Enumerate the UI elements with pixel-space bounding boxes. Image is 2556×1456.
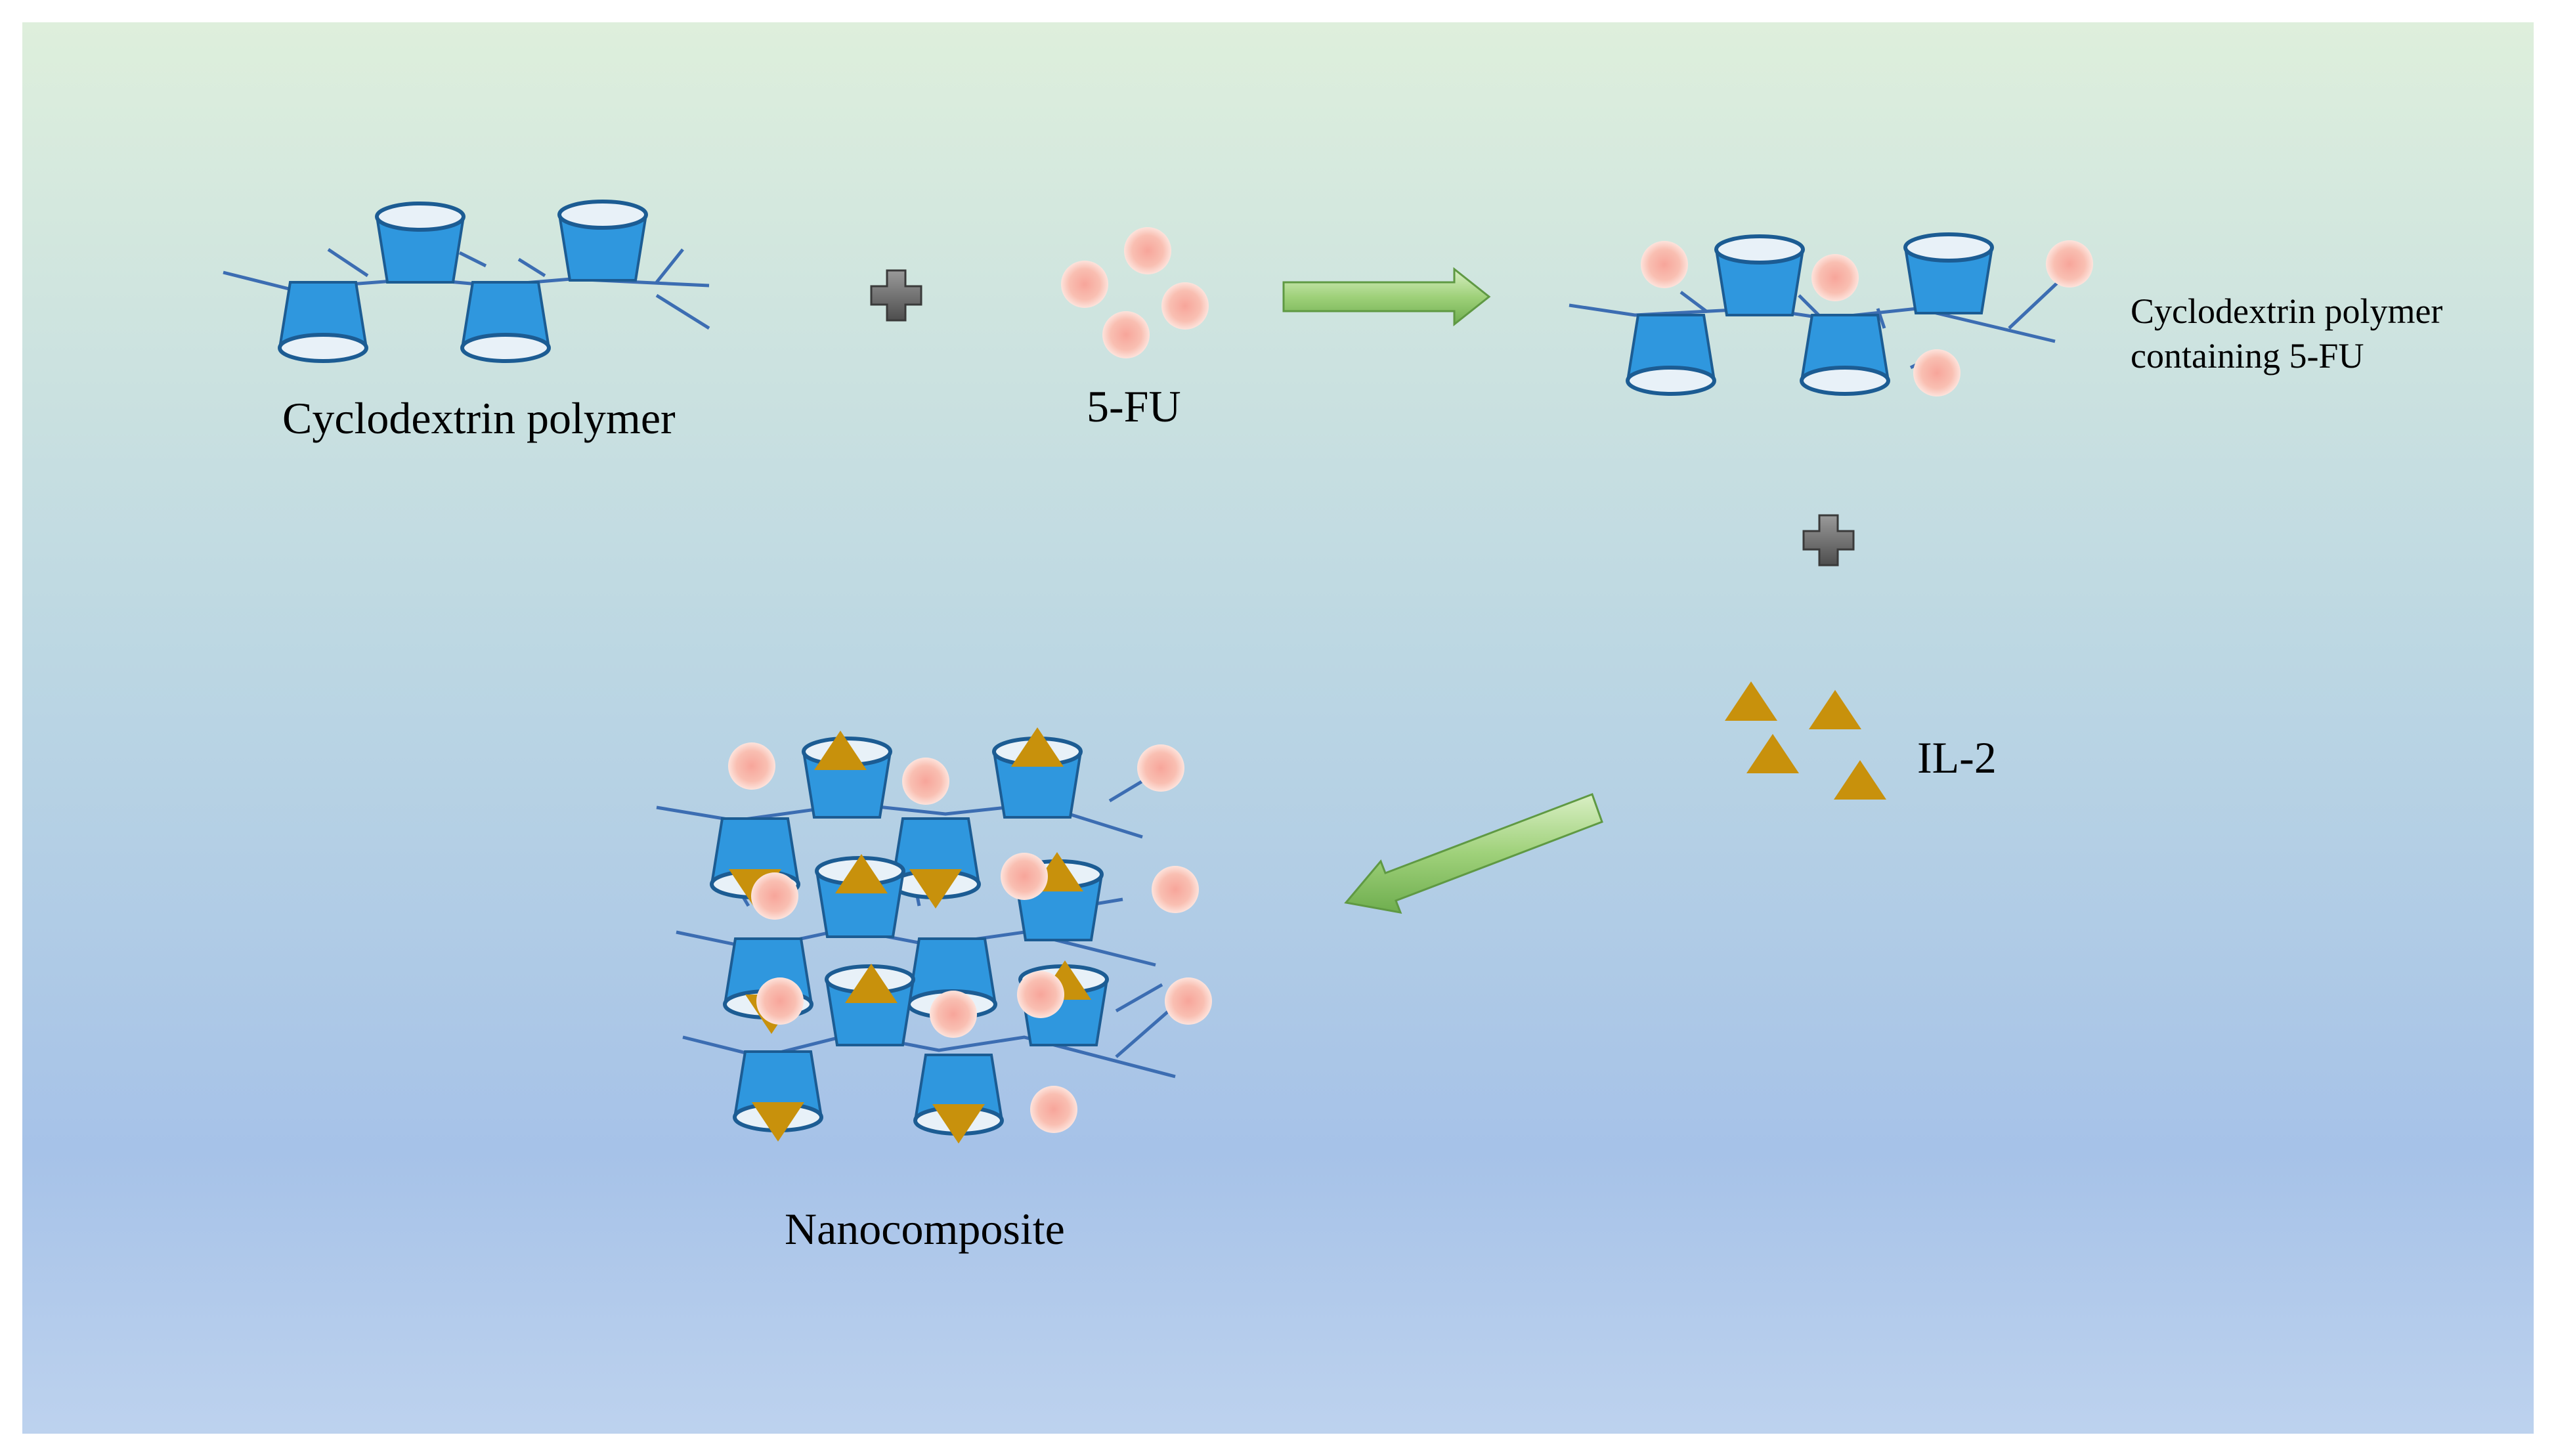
5fu-molecule <box>1061 261 1108 308</box>
nanocomposite-label: Nanocomposite <box>785 1204 1065 1254</box>
5fu-molecule <box>1137 744 1184 792</box>
5fu-molecule <box>1161 282 1209 330</box>
5fu-molecule <box>1102 311 1150 358</box>
5fu-molecule <box>1124 227 1171 274</box>
5fu-molecule <box>728 742 775 790</box>
5fu-label: 5-FU <box>1087 381 1181 431</box>
cyclodextrin-unit <box>1905 234 1992 313</box>
il2-label: IL-2 <box>1917 733 1997 782</box>
cyclodextrin-unit <box>377 203 464 282</box>
nanocomposite-graphic <box>656 727 1212 1144</box>
5fu-molecule <box>1641 241 1688 288</box>
cyclodextrin-polymer-graphic <box>223 202 710 361</box>
cd-polymer-5fu-label-line1: Cyclodextrin polymer <box>2131 291 2442 331</box>
5fu-molecule <box>2046 240 2093 288</box>
5fu-molecule <box>1030 1086 1077 1133</box>
5fu-molecule <box>1017 971 1064 1018</box>
cyclodextrin-unit <box>1716 236 1803 315</box>
cyclodextrin-unit <box>280 282 366 361</box>
cyclodextrin-polymer-label: Cyclodextrin polymer <box>282 393 676 443</box>
cyclodextrin-polymer-with-5fu-graphic <box>1569 234 2093 396</box>
5fu-molecule <box>1152 866 1199 913</box>
5fu-molecule <box>751 872 798 920</box>
cyclodextrin-unit <box>559 202 646 280</box>
5fu-molecule <box>1001 853 1048 900</box>
cd-polymer-5fu-label-line2: containing 5-FU <box>2131 336 2364 375</box>
cyclodextrin-unit <box>1628 315 1714 394</box>
5fu-molecule <box>1811 254 1859 301</box>
5fu-molecule <box>756 977 804 1025</box>
5fu-molecule <box>902 758 949 805</box>
5fu-molecule <box>930 991 977 1038</box>
5fu-molecule <box>1913 349 1960 396</box>
cyclodextrin-unit <box>1802 315 1888 394</box>
cyclodextrin-unit <box>462 282 549 361</box>
5fu-molecule <box>1165 977 1212 1025</box>
reaction-arrow-icon <box>1282 267 1491 327</box>
reaction-arrow-icon <box>1344 793 1603 914</box>
